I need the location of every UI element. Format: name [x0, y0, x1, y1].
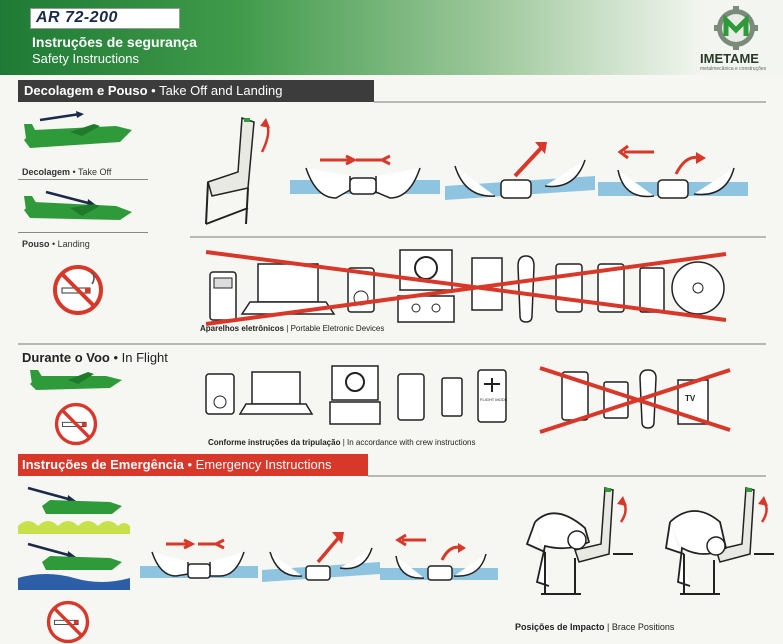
section-title-takeoff: Decolagem e Pouso • Take Off and Landing: [24, 83, 283, 98]
emergency-seatbelt-tighten-icon: [262, 532, 380, 582]
page-title-en: Safety Instructions: [32, 51, 139, 66]
devices-caption-en: Portable Eletronic Devices: [290, 324, 385, 333]
section-rule-emergency: [368, 475, 766, 477]
section-title-emergency: Instruções de Emergência • Emergency Ins…: [22, 457, 332, 472]
devices-caption: Aparelhos eletrônicos | Portable Eletron…: [200, 324, 385, 333]
tv-label: TV: [685, 394, 696, 403]
model-box: [30, 8, 180, 29]
seatbelt-release-icon: [598, 144, 748, 199]
section-title-inflight-pt: Durante o Voo: [22, 350, 110, 365]
takeoff-rule: [18, 179, 148, 180]
takeoff-label-en: Take Off: [78, 167, 112, 177]
section-bar-emergency: [18, 454, 368, 476]
brace-position-1-icon: [525, 487, 633, 595]
takeoff-label: Decolagem • Take Off: [22, 167, 112, 177]
landing-rule: [18, 232, 148, 233]
imetame-logo-icon: [714, 6, 758, 50]
section-title-emergency-en: Emergency Instructions: [195, 457, 332, 472]
devices-caption-pt: Aparelhos eletrônicos: [200, 324, 285, 333]
landing-label: Pouso • Landing: [22, 239, 90, 249]
emergency-seatbelt-release-icon: [380, 533, 498, 581]
landing-label-en: Landing: [57, 239, 90, 249]
landing-label-pt: Pouso: [22, 239, 50, 249]
inflight-caption-en: In accordance with crew instructions: [347, 438, 476, 447]
takeoff-plane-icon: [24, 111, 132, 148]
brace-caption: Posições de Impacto | Brace Positions: [515, 622, 675, 632]
logo-subtitle: metalmecânica e construções: [700, 66, 767, 72]
brace-position-2-icon: [664, 487, 774, 595]
inflight-caption-pt: Conforme instruções da tripulação: [208, 438, 341, 447]
aircraft-model: AR 72-200: [36, 9, 118, 26]
seatbelt-tighten-icon: [445, 142, 595, 200]
section-bar-takeoff: [18, 80, 374, 102]
brace-caption-en: Brace Positions: [611, 622, 675, 632]
seatbelt-fasten-icon: [290, 154, 440, 199]
seat-upright-icon: [205, 116, 270, 225]
inflight-top-rule: [18, 343, 766, 345]
no-smoking-inflight-icon: [54, 402, 98, 446]
takeoff-label-pt: Decolagem: [22, 167, 71, 177]
section-title-takeoff-en: Take Off and Landing: [159, 83, 283, 98]
emergency-land-landing-icon: [18, 486, 130, 534]
allowed-devices-icon: [205, 365, 507, 425]
inflight-caption: Conforme instruções da tripulação | In a…: [208, 438, 476, 447]
emergency-water-landing-icon: [18, 542, 130, 590]
section-title-takeoff-pt: Decolagem e Pouso: [24, 83, 148, 98]
inflight-plane-icon: [30, 370, 122, 390]
section-rule-takeoff: [374, 101, 766, 103]
logo-text: IMETAME: [700, 51, 759, 66]
electronic-devices-prohibited-icon: [205, 249, 727, 326]
section-title-emergency-pt: Instruções de Emergência: [22, 457, 184, 472]
no-smoking-emergency-icon: [46, 600, 90, 644]
section-title-inflight-en: In Flight: [121, 350, 168, 365]
prohibited-inflight-devices-icon: [539, 366, 731, 434]
landing-plane-icon: [24, 190, 132, 220]
page-title-pt: Instruções de segurança: [32, 34, 197, 50]
flight-mode-label: FLIGHT MODE: [480, 397, 508, 402]
emergency-seatbelt-fasten-icon: [140, 538, 258, 579]
brace-caption-pt: Posições de Impacto: [515, 622, 605, 632]
takeoff-divider: [190, 236, 766, 238]
no-smoking-icon: [53, 265, 103, 315]
section-title-inflight: Durante o Voo • In Flight: [22, 350, 168, 365]
